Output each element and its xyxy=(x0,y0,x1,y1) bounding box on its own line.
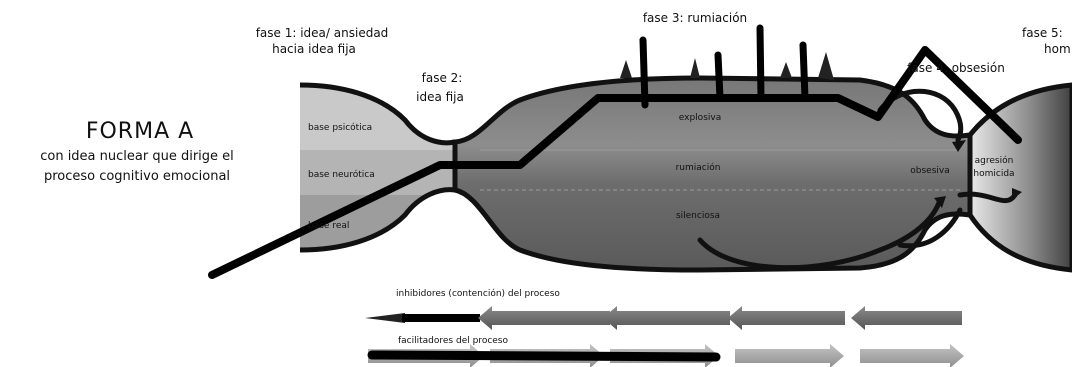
diagram-subtitle-line2: proceso cognitivo emocional xyxy=(44,169,230,184)
phase2-label-line2: idea fija xyxy=(416,90,464,104)
tube-label-explosiva: explosiva xyxy=(679,113,721,123)
phase5-label-line2: hom xyxy=(1044,42,1071,56)
tube-label-agresion: agresión xyxy=(975,155,1014,166)
main-tube xyxy=(455,78,970,270)
facilitator-arrows xyxy=(368,344,964,367)
phase1-label-line2: hacia idea fija xyxy=(272,42,356,56)
layer-label-psicotica: base psicótica xyxy=(308,122,372,133)
phase1-label-line1: fase 1: idea/ ansiedad xyxy=(256,26,389,40)
tube-label-obsesiva: obsesiva xyxy=(910,166,949,176)
tube-label-homicida: homicida xyxy=(973,169,1014,179)
phase5-label-line1: fase 5: xyxy=(1022,26,1063,40)
tube-label-rumiacion: rumiación xyxy=(676,162,721,173)
legend-inhibidores-label: inhibidores (contención) del proceso xyxy=(396,288,560,299)
layer-label-real: base real xyxy=(308,221,349,231)
diagram-subtitle-line1: con idea nuclear que dirige el xyxy=(40,149,234,164)
tube-label-silenciosa: silenciosa xyxy=(676,211,720,221)
diagram-title: FORMA A xyxy=(86,119,194,144)
inhibitor-arrows xyxy=(365,306,962,330)
phase3-label: fase 3: rumiación xyxy=(643,11,747,25)
phase2-label-line1: fase 2: xyxy=(422,71,463,85)
layer-label-neurotica: base neurótica xyxy=(308,169,375,180)
phase4-label: fase 4: obsesión xyxy=(907,61,1005,75)
legend-facilitadores-label: facilitadores del proceso xyxy=(398,336,508,346)
